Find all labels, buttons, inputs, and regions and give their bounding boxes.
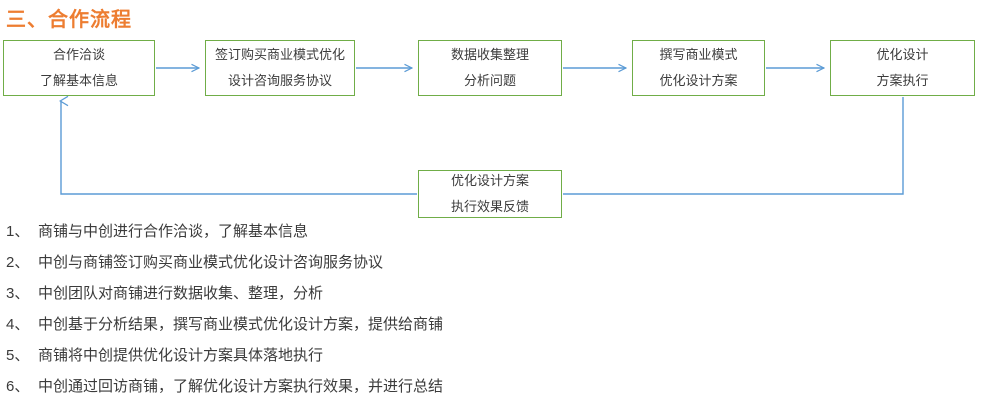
flow-box-agreement[interactable]: 签订购买商业模式优化 设计咨询服务协议 <box>205 40 355 96</box>
flow-box-feedback[interactable]: 优化设计方案 执行效果反馈 <box>418 170 562 218</box>
list-item: 1、 商铺与中创进行合作洽谈，了解基本信息 <box>0 220 988 251</box>
flow-box-plan-writing[interactable]: 撰写商业模式 优化设计方案 <box>632 40 765 96</box>
flow-box-line-1: 撰写商业模式 <box>659 47 738 63</box>
flow-box-line-1: 优化设计方案 <box>450 173 529 189</box>
connector-feedback-to-box1 <box>59 95 417 195</box>
flow-diagram: 合作洽谈 了解基本信息 签订购买商业模式优化 设计咨询服务协议 数据收集整理 分… <box>3 40 975 218</box>
flow-box-line-2: 方案执行 <box>876 73 929 88</box>
list-item-number: 3、 <box>6 285 30 302</box>
list-item-text: 中创基于分析结果，撰写商业模式优化设计方案，提供给商铺 <box>38 316 444 333</box>
list-item-number: 1、 <box>6 223 30 240</box>
flow-box-execution[interactable]: 优化设计 方案执行 <box>830 40 975 96</box>
flow-box-line-1: 签订购买商业模式优化 <box>214 47 345 63</box>
list-item-text: 中创通过回访商铺，了解优化设计方案执行效果，并进行总结 <box>38 378 444 395</box>
flow-box-line-1: 合作洽谈 <box>52 47 105 63</box>
list-item-text: 商铺与中创进行合作洽谈，了解基本信息 <box>38 223 309 240</box>
list-item-number: 2、 <box>6 254 30 271</box>
flow-box-line-2: 设计咨询服务协议 <box>227 73 332 88</box>
list-item: 4、 中创基于分析结果，撰写商业模式优化设计方案，提供给商铺 <box>0 313 988 344</box>
flow-box-line-2: 分析问题 <box>463 73 516 88</box>
list-item-text: 中创团队对商铺进行数据收集、整理，分析 <box>38 285 324 302</box>
page-title: 三、合作流程 <box>6 9 132 31</box>
list-item-number: 6、 <box>6 378 30 395</box>
list-item-text: 商铺将中创提供优化设计方案具体落地执行 <box>38 347 324 364</box>
connector-box5-to-feedback <box>563 97 904 195</box>
list-item: 6、 中创通过回访商铺，了解优化设计方案执行效果，并进行总结 <box>0 375 988 406</box>
flow-box-line-2: 了解基本信息 <box>39 73 118 88</box>
flow-box-consultation[interactable]: 合作洽谈 了解基本信息 <box>3 40 155 96</box>
flow-box-data-collection[interactable]: 数据收集整理 分析问题 <box>418 40 562 96</box>
list-item-number: 4、 <box>6 316 30 333</box>
process-list: 1、 商铺与中创进行合作洽谈，了解基本信息 2、 中创与商铺签订购买商业模式优化… <box>0 220 988 406</box>
list-item: 2、 中创与商铺签订购买商业模式优化设计咨询服务协议 <box>0 251 988 282</box>
list-item: 5、 商铺将中创提供优化设计方案具体落地执行 <box>0 344 988 375</box>
flow-box-line-2: 执行效果反馈 <box>450 199 529 214</box>
flow-box-line-1: 优化设计 <box>876 47 929 63</box>
list-item-text: 中创与商铺签订购买商业模式优化设计咨询服务协议 <box>38 254 384 271</box>
list-item: 3、 中创团队对商铺进行数据收集、整理，分析 <box>0 282 988 313</box>
flow-box-line-1: 数据收集整理 <box>450 47 529 63</box>
flow-box-line-2: 优化设计方案 <box>659 73 738 88</box>
list-item-number: 5、 <box>6 347 30 364</box>
